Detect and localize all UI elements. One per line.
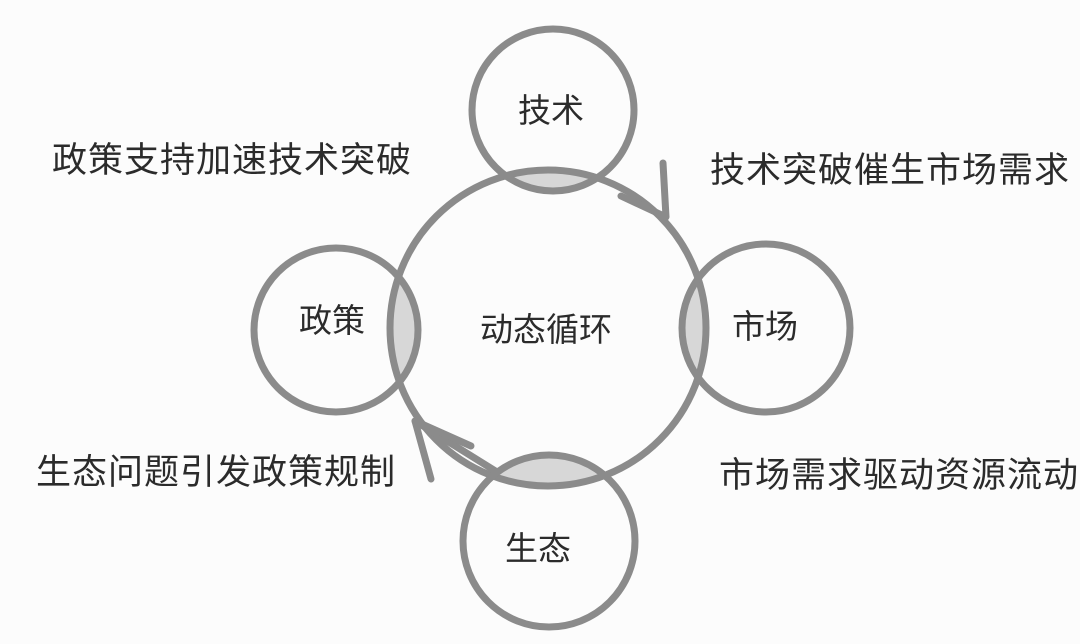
node-circle-policy <box>250 244 422 416</box>
annotation-ecology-to-policy: 生态问题引发政策规制 <box>36 453 396 492</box>
node-label-policy: 政策 <box>299 303 365 340</box>
main-cycle-circle <box>386 166 710 490</box>
node-label-market: 市场 <box>732 309 798 346</box>
annotation-policy-to-technology: 政策支持加速技术突破 <box>52 141 412 180</box>
node-label-technology: 技术 <box>518 93 584 130</box>
clockwise-arrow-icon-bottom-left <box>411 417 501 483</box>
center-label: 动态循环 <box>480 312 612 349</box>
node-circle-ecology <box>459 451 639 631</box>
arrow-head <box>411 417 475 483</box>
node-circle-technology <box>468 25 638 195</box>
node-circle-market <box>678 240 854 416</box>
clockwise-arrow-icon-top-right <box>617 159 670 221</box>
annotation-technology-to-market: 技术突破催生市场需求 <box>710 151 1070 190</box>
annotation-market-to-ecology: 市场需求驱动资源流动 <box>719 456 1079 495</box>
node-label-ecology: 生态 <box>505 531 571 568</box>
